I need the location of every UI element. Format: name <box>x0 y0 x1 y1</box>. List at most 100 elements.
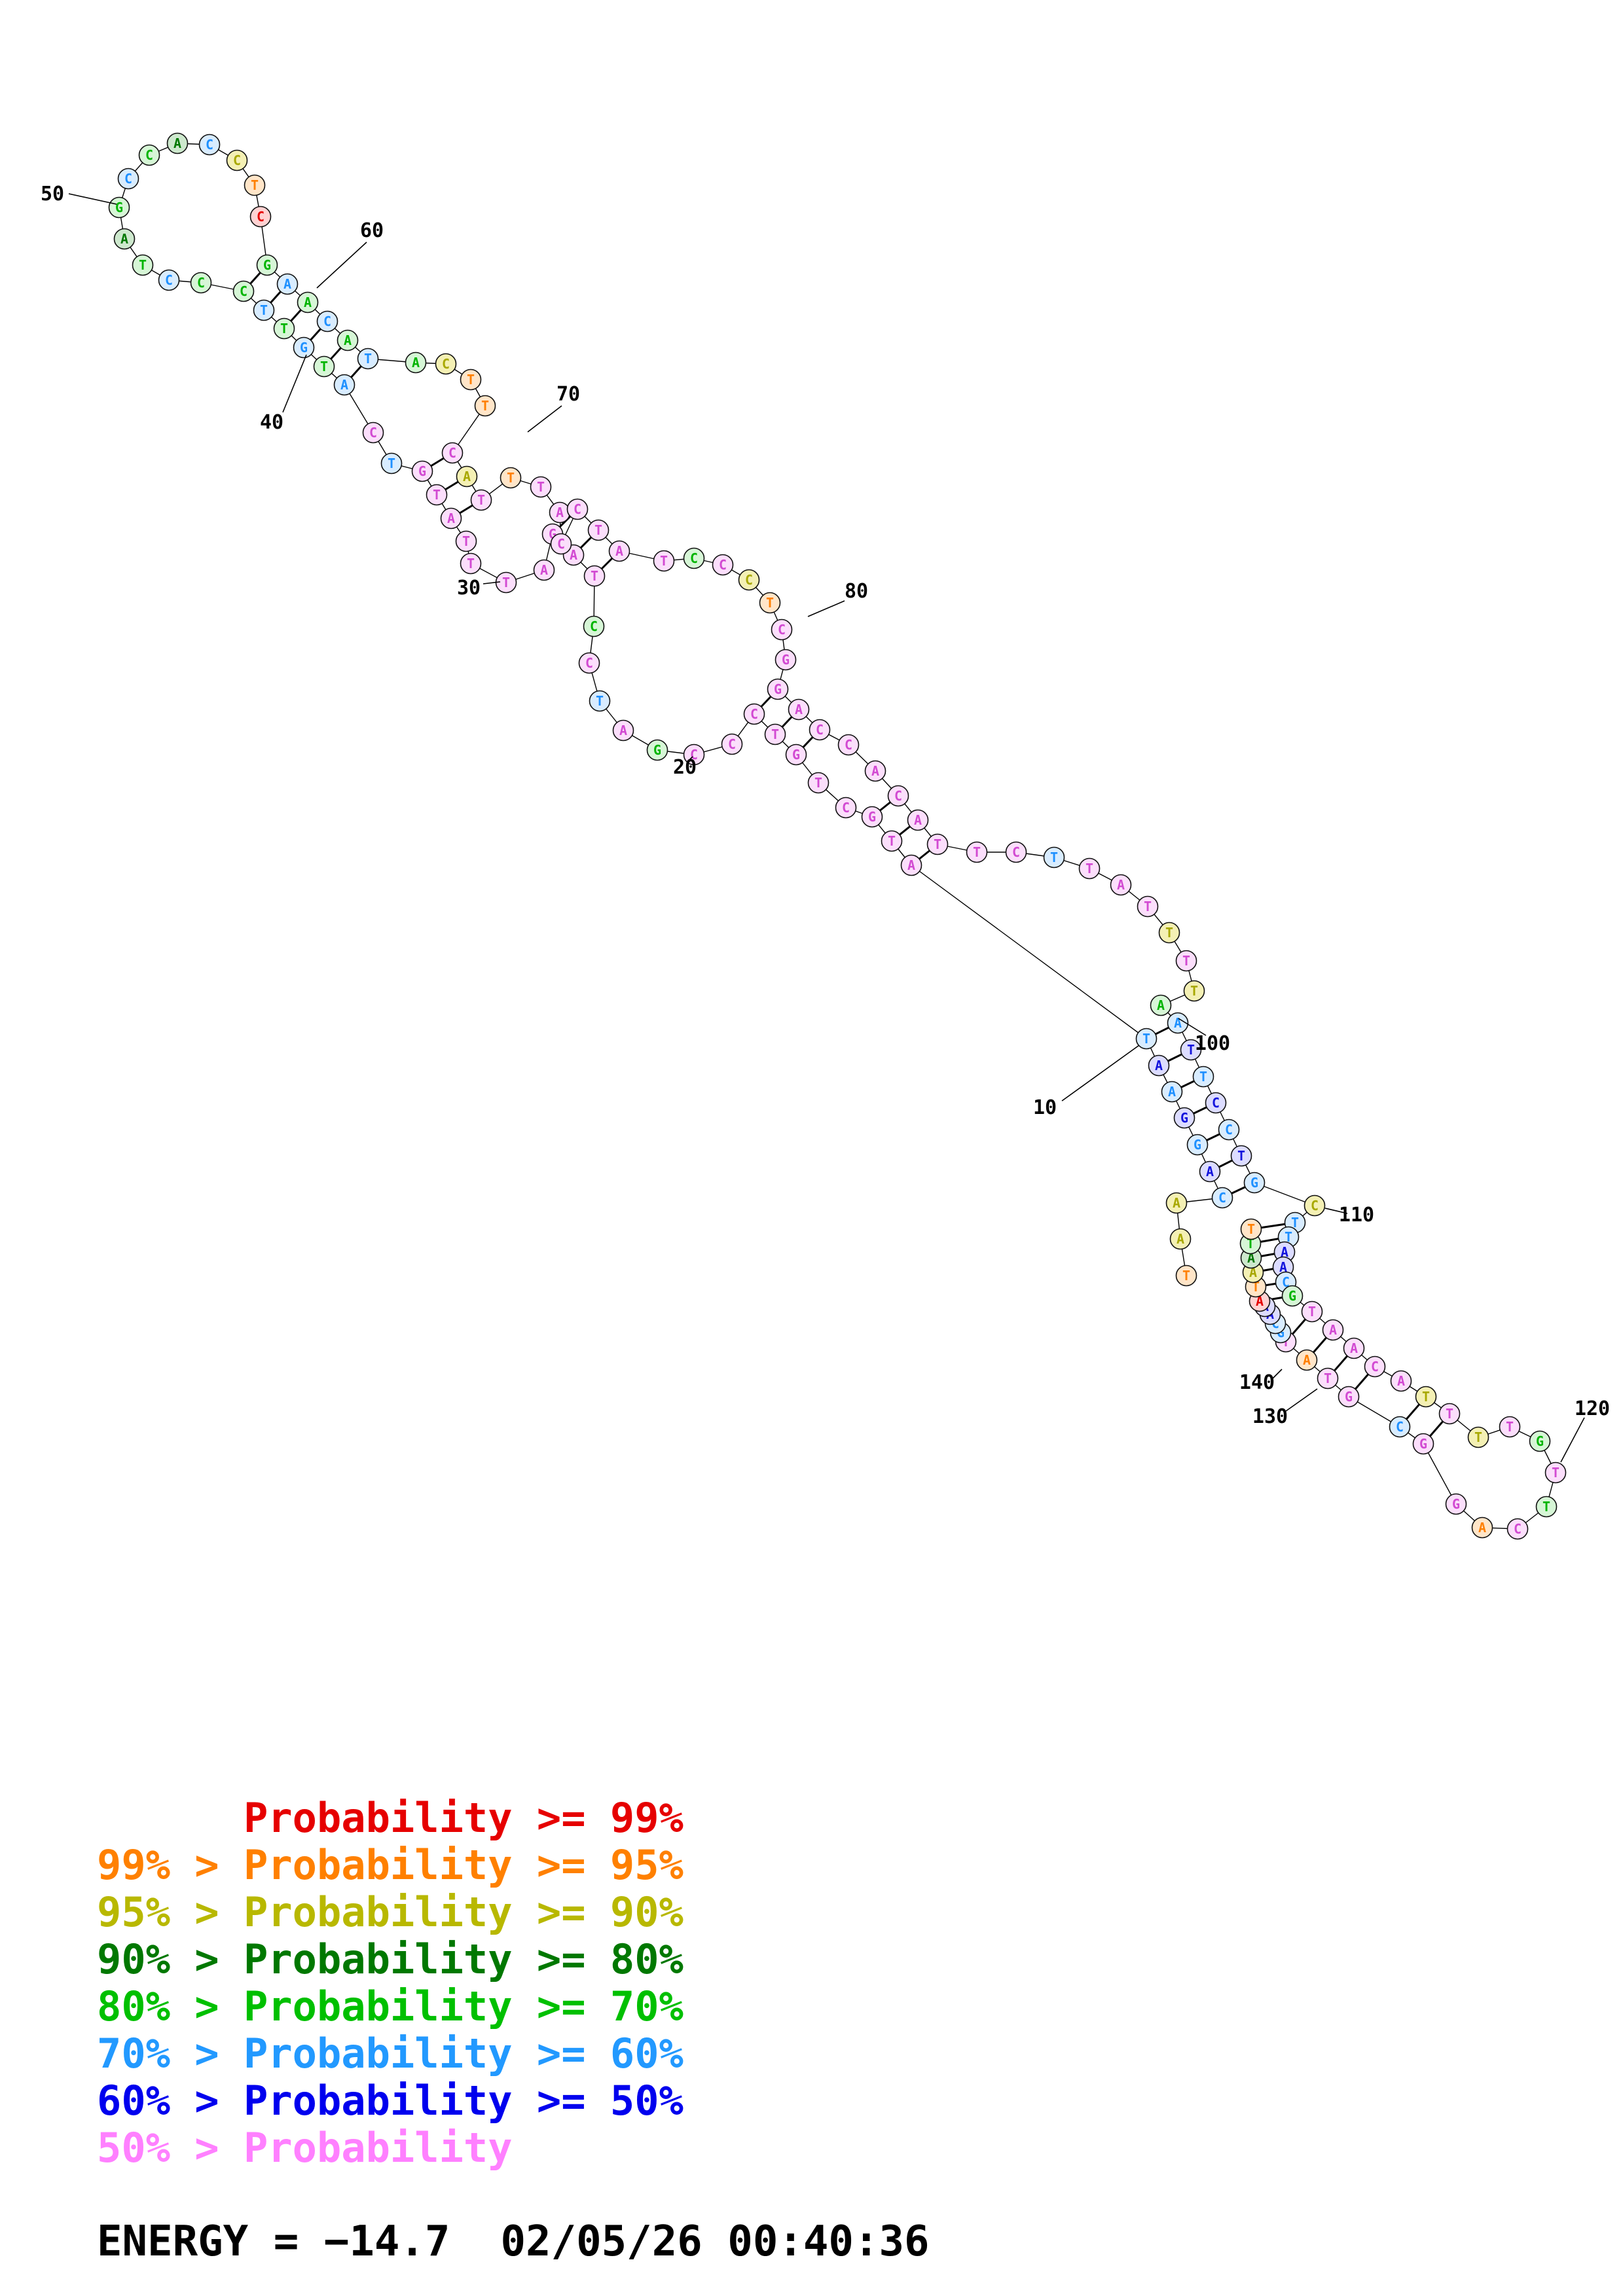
nucleotide-base-letter: C <box>124 171 132 187</box>
nucleotide-base-letter: T <box>1422 1389 1430 1405</box>
nucleotide-circle <box>653 550 675 572</box>
nucleotide-circle <box>809 719 831 741</box>
nucleotide-base-letter: T <box>1142 1031 1150 1047</box>
nucleotide-base-letter: T <box>1199 1069 1207 1085</box>
nucleotide-76: T <box>653 550 675 572</box>
nucleotide-87: A <box>864 760 886 782</box>
nucleotide-circle <box>132 254 154 276</box>
nucleotide-130: G <box>1412 1433 1434 1455</box>
nucleotide-base-letter: G <box>792 747 800 762</box>
nucleotide-circle <box>1230 1145 1252 1167</box>
nucleotide-97: T <box>1158 922 1180 944</box>
nucleotide-circle <box>1317 1367 1339 1390</box>
nucleotide-circle <box>775 649 797 671</box>
nucleotide-base-letter: A <box>1206 1164 1214 1179</box>
nucleotide-54: T <box>244 174 266 196</box>
nucleotide-circle <box>1412 1433 1434 1455</box>
nucleotide-52: C <box>198 134 221 156</box>
nucleotide-circle <box>738 569 760 591</box>
nucleotide-base-letter: C <box>1218 1190 1226 1206</box>
nucleotide-15: T <box>807 772 830 794</box>
nucleotide-circle <box>759 592 781 614</box>
nucleotide-circle <box>887 785 909 807</box>
nucleotide-61: T <box>357 348 379 370</box>
nucleotide-circle <box>1175 950 1197 972</box>
nucleotide-circle <box>293 336 315 359</box>
nucleotide-base-letter: C <box>842 800 850 816</box>
nucleotide-base-letter: C <box>369 425 377 440</box>
nucleotide-circle <box>788 698 810 721</box>
nucleotide-circle <box>807 772 830 794</box>
position-label-130: 130 <box>1252 1405 1288 1428</box>
nucleotide-circle <box>108 196 130 219</box>
nucleotide-base-letter: T <box>433 487 441 503</box>
nucleotide-65: T <box>474 395 496 417</box>
nucleotide-base-letter: A <box>615 543 623 559</box>
nucleotide-128: A <box>1471 1516 1493 1539</box>
nucleotide-base-letter: T <box>1085 861 1093 876</box>
nucleotide-base-letter: A <box>556 505 564 520</box>
legend-row: 60% > Probability >= 50% <box>97 2077 684 2125</box>
position-tick-30 <box>483 581 501 584</box>
nucleotide-base-letter: G <box>300 340 308 355</box>
nucleotide-74: T <box>587 519 610 541</box>
nucleotide-base-letter: C <box>1514 1521 1522 1537</box>
nucleotide-116: A <box>1322 1319 1344 1341</box>
nucleotide-66: C <box>441 442 464 464</box>
nucleotide-base-letter: G <box>1194 1137 1201 1153</box>
nucleotide-16: G <box>785 744 807 766</box>
nucleotide-78: C <box>712 554 734 576</box>
legend-row: Probability >= 99% <box>97 1794 684 1842</box>
nucleotide-base-letter: A <box>1176 1231 1184 1247</box>
nucleotide-51: A <box>166 132 189 154</box>
nucleotide-base-letter: G <box>1536 1433 1544 1449</box>
position-label-40: 40 <box>260 411 283 434</box>
position-tick-140 <box>1272 1369 1283 1379</box>
nucleotide-circle <box>1243 1172 1266 1194</box>
nucleotide-base-letter: C <box>1012 844 1020 860</box>
nucleotide-23: T <box>589 690 611 712</box>
nucleotide-base-letter: G <box>1250 1175 1258 1191</box>
nucleotide-circle <box>357 348 379 370</box>
position-label-70: 70 <box>556 383 580 406</box>
nucleotide-6: G <box>1186 1134 1209 1156</box>
nucleotide-base-letter: T <box>462 533 470 549</box>
legend-row: 90% > Probability >= 80% <box>97 1935 684 1983</box>
nucleotide-circle <box>1343 1337 1365 1359</box>
nucleotide-circle <box>1173 1107 1195 1129</box>
nucleotide-31: T <box>460 552 482 575</box>
nucleotide-base-letter: A <box>871 763 879 779</box>
nucleotide-92: C <box>1005 841 1027 863</box>
nucleotide-circle <box>113 228 136 250</box>
nucleotide-circle <box>907 809 929 831</box>
nucleotide-134: A <box>1296 1349 1318 1371</box>
nucleotide-base-letter: A <box>540 562 548 578</box>
nucleotide-base-letter: G <box>418 463 426 479</box>
nucleotide-104: C <box>1205 1092 1227 1114</box>
nucleotide-70: T <box>530 476 552 498</box>
nucleotide-base-letter: C <box>557 536 565 552</box>
position-label-120: 120 <box>1575 1397 1610 1420</box>
nucleotide-base-letter: A <box>1397 1373 1405 1389</box>
nucleotide-base-letter: C <box>1371 1359 1379 1374</box>
nucleotide-145: T <box>1240 1218 1262 1240</box>
nucleotide-base-letter: C <box>240 283 247 299</box>
nucleotide-circle <box>612 719 634 742</box>
nucleotide-base-letter: A <box>1173 1195 1180 1211</box>
nucleotide-circle <box>966 841 988 863</box>
nucleotide-8: A <box>1161 1081 1183 1103</box>
nucleotide-circle <box>578 652 600 674</box>
nucleotide-129: G <box>1445 1493 1467 1515</box>
nucleotide-base-letter: T <box>596 693 604 709</box>
nucleotide-105: C <box>1218 1119 1240 1141</box>
nucleotide-98: T <box>1175 950 1197 972</box>
nucleotide-125: T <box>1544 1462 1567 1484</box>
nucleotide-132: G <box>1338 1386 1360 1408</box>
nucleotide-124: G <box>1529 1430 1551 1452</box>
nucleotide-75: A <box>608 540 630 562</box>
nucleotide-circle <box>1390 1370 1412 1392</box>
position-label-20: 20 <box>673 756 697 779</box>
nucleotide-base-letter: C <box>590 619 598 634</box>
nucleotide-83: G <box>767 678 789 700</box>
nucleotide-base-letter: T <box>766 595 774 611</box>
